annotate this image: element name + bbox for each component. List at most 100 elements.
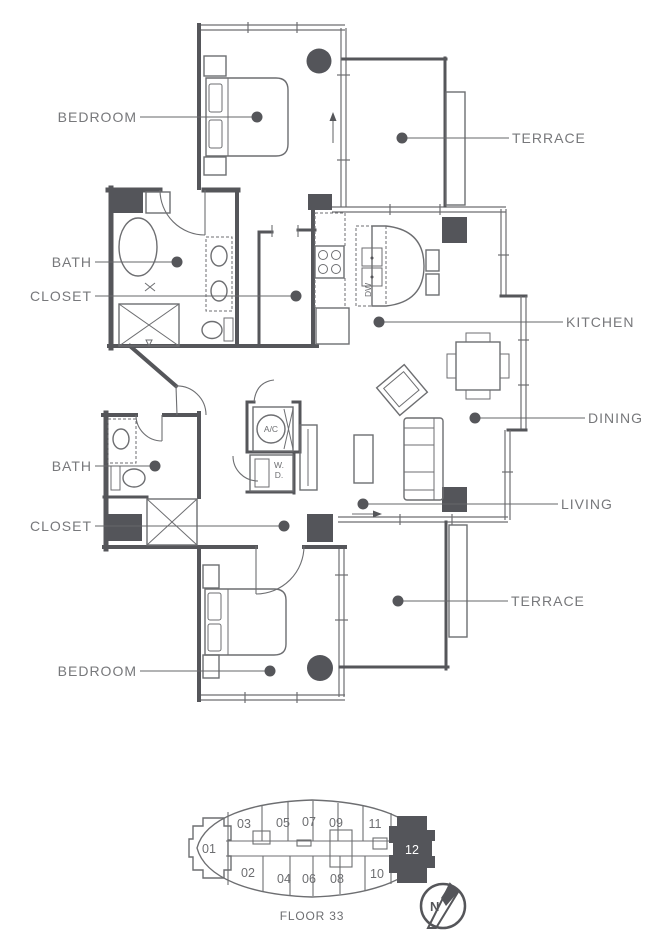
washer-dryer [249,454,294,492]
pillow [207,623,222,652]
floor-label: FLOOR 33 [280,909,344,923]
keyplan-unit-01-shape [188,817,232,879]
sofa [403,417,444,501]
label-bedroom-bottom: BEDROOM [58,663,137,679]
island-counter [355,225,387,307]
column [308,194,332,210]
north-circle [419,882,467,930]
dishwasher-label: DW [363,283,373,297]
label-dot [392,595,404,607]
toilet-tank [110,465,121,491]
dining-table [455,341,501,391]
column-round [307,655,333,681]
planter [448,524,468,638]
label-bath-bottom: BATH [52,458,92,474]
north-arrow: N [419,882,467,930]
bed [204,588,287,656]
planter [445,91,466,206]
terrace-planters [445,91,468,638]
columns [108,48,467,681]
solid-walls [101,23,450,702]
label-dining: DINING [588,410,643,426]
vanity [205,236,233,312]
label-terrace-bottom: TERRACE [511,593,585,609]
burner [318,264,328,274]
keyplan-unit-06: 06 [302,872,316,886]
keyplan-unit-05: 05 [276,816,290,830]
stove [314,245,345,279]
column [108,514,142,541]
toilet [201,320,223,340]
keyplan-unit-09: 09 [329,816,343,830]
bedroom2-furniture [202,564,287,679]
bathtub [118,217,158,277]
cabinet [299,424,318,491]
label-dot [251,111,263,123]
label-bedroom-top: BEDROOM [58,109,137,125]
stool [425,273,440,296]
column-round [306,48,332,74]
bed [205,77,289,157]
label-closet-top: CLOSET [30,288,92,304]
keyplan-unit-01: 01 [202,842,216,856]
column [110,189,143,213]
keyplan-unit-02: 02 [241,866,255,880]
column [442,217,467,243]
keyplan-unit-10: 10 [370,867,384,881]
label-kitchen: KITCHEN [566,314,634,330]
keyplan-unit-03: 03 [237,817,251,831]
stool [425,249,440,272]
pillow [207,592,222,621]
nightstand [202,564,220,589]
nightstand [202,654,220,679]
pillow [208,83,223,113]
ac-unit [256,414,286,444]
toilet-tank [223,317,234,342]
wd-label-line2: D. [275,470,284,480]
label-dot [264,665,276,677]
keyplan: 01 02 03 04 05 06 07 08 09 10 11 12 FLOO… [188,799,435,923]
label-dot [278,520,290,532]
burner [331,264,341,274]
shower [146,498,198,546]
sink [210,245,228,267]
label-dot [373,316,385,328]
keyplan-unit-11: 11 [369,817,382,831]
shower-head [145,339,153,348]
counter [314,212,346,247]
armchair [375,363,429,417]
living-dining-furniture [299,332,510,501]
doors [135,112,382,595]
column [442,487,467,512]
island-sink [361,247,383,267]
label-bath-top: BATH [52,254,92,270]
tub-faucet [144,282,156,292]
chair [446,353,457,379]
kitchen-fixtures: DW [314,212,440,345]
label-dot [171,256,183,268]
toilet [122,468,146,488]
nightstand [203,55,227,77]
north-label: N [430,899,439,914]
ac-closet [252,406,294,452]
room-labels: BEDROOM TERRACE BATH CLOSET KITCHEN DINI… [30,109,643,679]
label-dot [357,498,369,510]
label-dot [469,412,481,424]
sink [112,428,130,450]
label-dot [290,290,302,302]
refrigerator [315,307,350,345]
keyplan-unit-07: 07 [302,815,316,829]
bedroom1-furniture [203,55,289,176]
bath1-fixtures [118,217,234,348]
label-terrace-top: TERRACE [512,130,586,146]
chair [499,353,510,379]
keyplan-unit-12-shape [389,816,435,883]
chair [465,389,491,400]
burner [318,250,328,260]
label-dot [149,460,161,472]
keyplan-unit-08: 08 [330,872,344,886]
column [307,514,333,542]
coffee-table [353,434,374,484]
